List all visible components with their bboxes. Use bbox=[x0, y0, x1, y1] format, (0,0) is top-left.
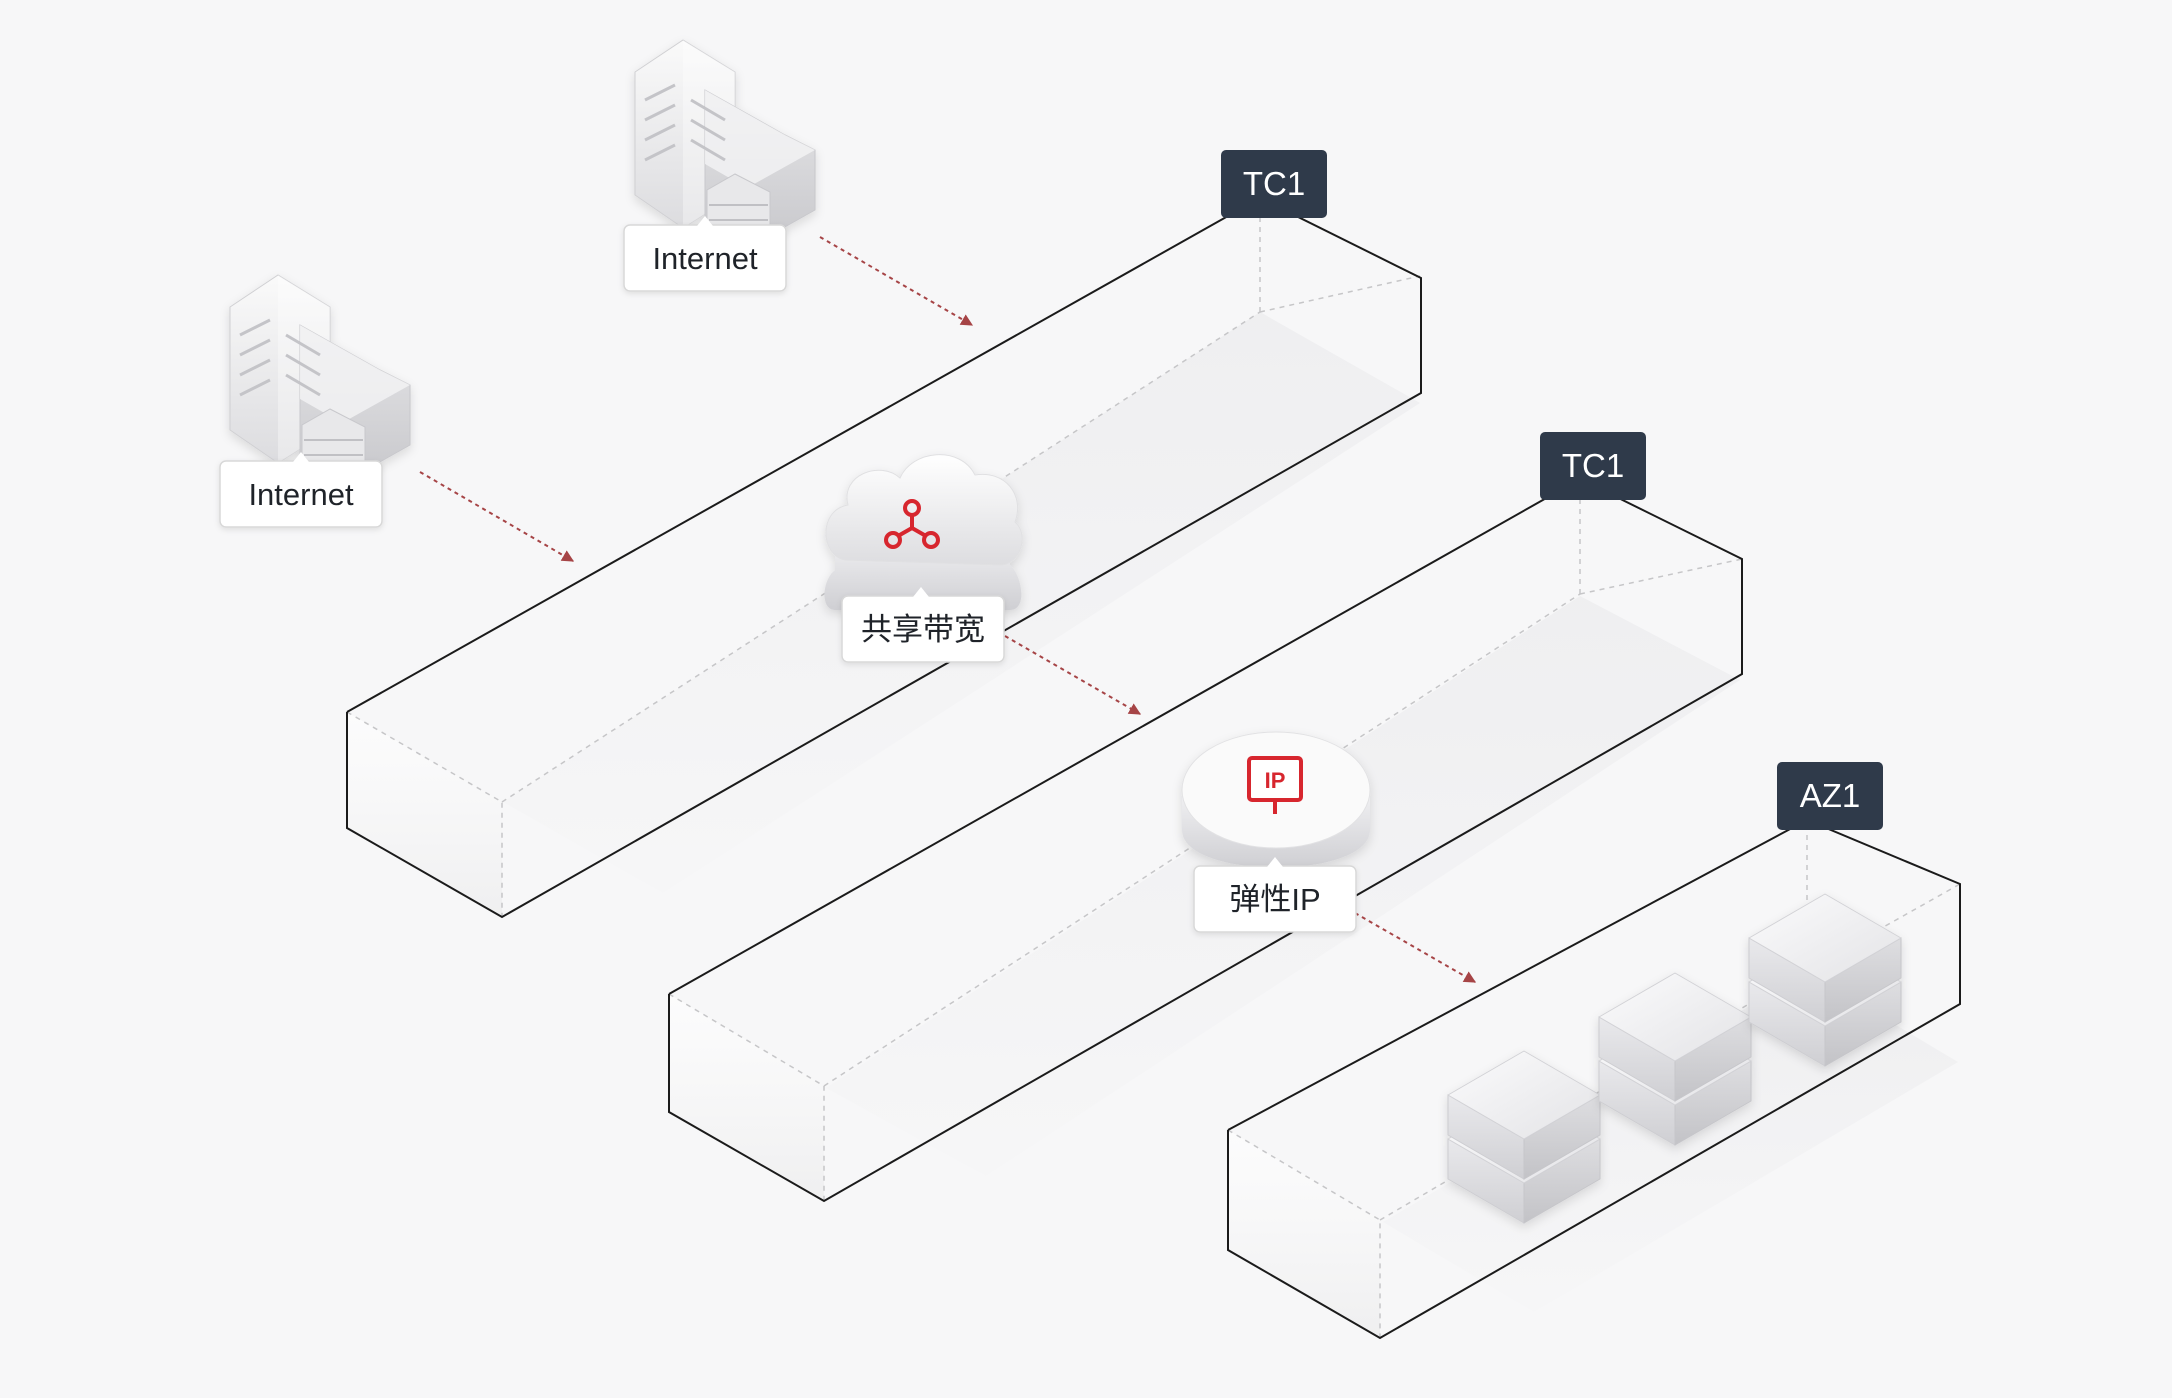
elastic-ip-label-pointer bbox=[1267, 857, 1283, 867]
zone-top-tag: TC1 bbox=[1221, 150, 1327, 218]
elastic-ip-label-text: 弹性IP bbox=[1229, 882, 1320, 917]
zone-bottom-tag: AZ1 bbox=[1777, 762, 1883, 830]
zone-top-end-face bbox=[347, 712, 502, 917]
zone-top-tag-badge bbox=[1221, 150, 1327, 218]
server-stack-icon bbox=[1447, 1050, 1601, 1224]
zone-bottom-end-face bbox=[1228, 1130, 1380, 1338]
elastic-ip-icon-text: IP bbox=[1265, 768, 1286, 793]
shared-bandwidth-label-text: 共享带宽 bbox=[861, 612, 985, 647]
zone-middle-tag-label: TC1 bbox=[1562, 447, 1624, 484]
office-building-icon bbox=[229, 274, 411, 491]
zone-middle-end-face bbox=[669, 994, 824, 1201]
internet-top-label-pointer bbox=[697, 216, 713, 226]
flow-arrows bbox=[419, 236, 1477, 983]
shared-bandwidth-label-pointer bbox=[913, 587, 929, 597]
server-stack-icon bbox=[1598, 972, 1752, 1146]
arrow-internet-top-to-zone bbox=[819, 236, 974, 326]
elastic-ip-icon: IP bbox=[1181, 731, 1371, 868]
shared-bandwidth-node: 共享带宽 bbox=[824, 454, 1023, 663]
zone-bottom-tag-badge bbox=[1777, 762, 1883, 830]
cloud-network-icon bbox=[824, 454, 1023, 610]
zone-top-tag-label: TC1 bbox=[1243, 165, 1305, 202]
arrow-internet-left-to-zone bbox=[419, 471, 575, 562]
internet-left-label: Internet bbox=[219, 452, 383, 528]
shared-bandwidth-label: 共享带宽 bbox=[841, 587, 1005, 663]
server-stack-icon bbox=[1748, 893, 1902, 1067]
elastic-ip-label: 弹性IP bbox=[1193, 857, 1357, 933]
internet-top-label-text: Internet bbox=[652, 241, 758, 276]
zone-middle-tag-badge bbox=[1540, 432, 1646, 500]
internet-top-node bbox=[634, 39, 816, 256]
zone-top-hidden-back bbox=[1259, 275, 1421, 313]
zone-middle-hidden-back bbox=[1579, 558, 1743, 595]
zone-middle-tag: TC1 bbox=[1540, 432, 1646, 500]
arrow-eip-to-servers bbox=[1354, 912, 1477, 983]
zone-bottom-tag-label: AZ1 bbox=[1800, 777, 1861, 814]
arrow-bandwidth-to-eip bbox=[1004, 635, 1142, 715]
internet-top-label: Internet bbox=[623, 216, 787, 292]
internet-left-node bbox=[229, 274, 411, 491]
internet-left-label-pointer bbox=[293, 452, 309, 462]
internet-left-label-text: Internet bbox=[248, 477, 354, 512]
office-building-icon bbox=[634, 39, 816, 256]
elastic-ip-node: IP 弹性IP bbox=[1181, 731, 1371, 933]
